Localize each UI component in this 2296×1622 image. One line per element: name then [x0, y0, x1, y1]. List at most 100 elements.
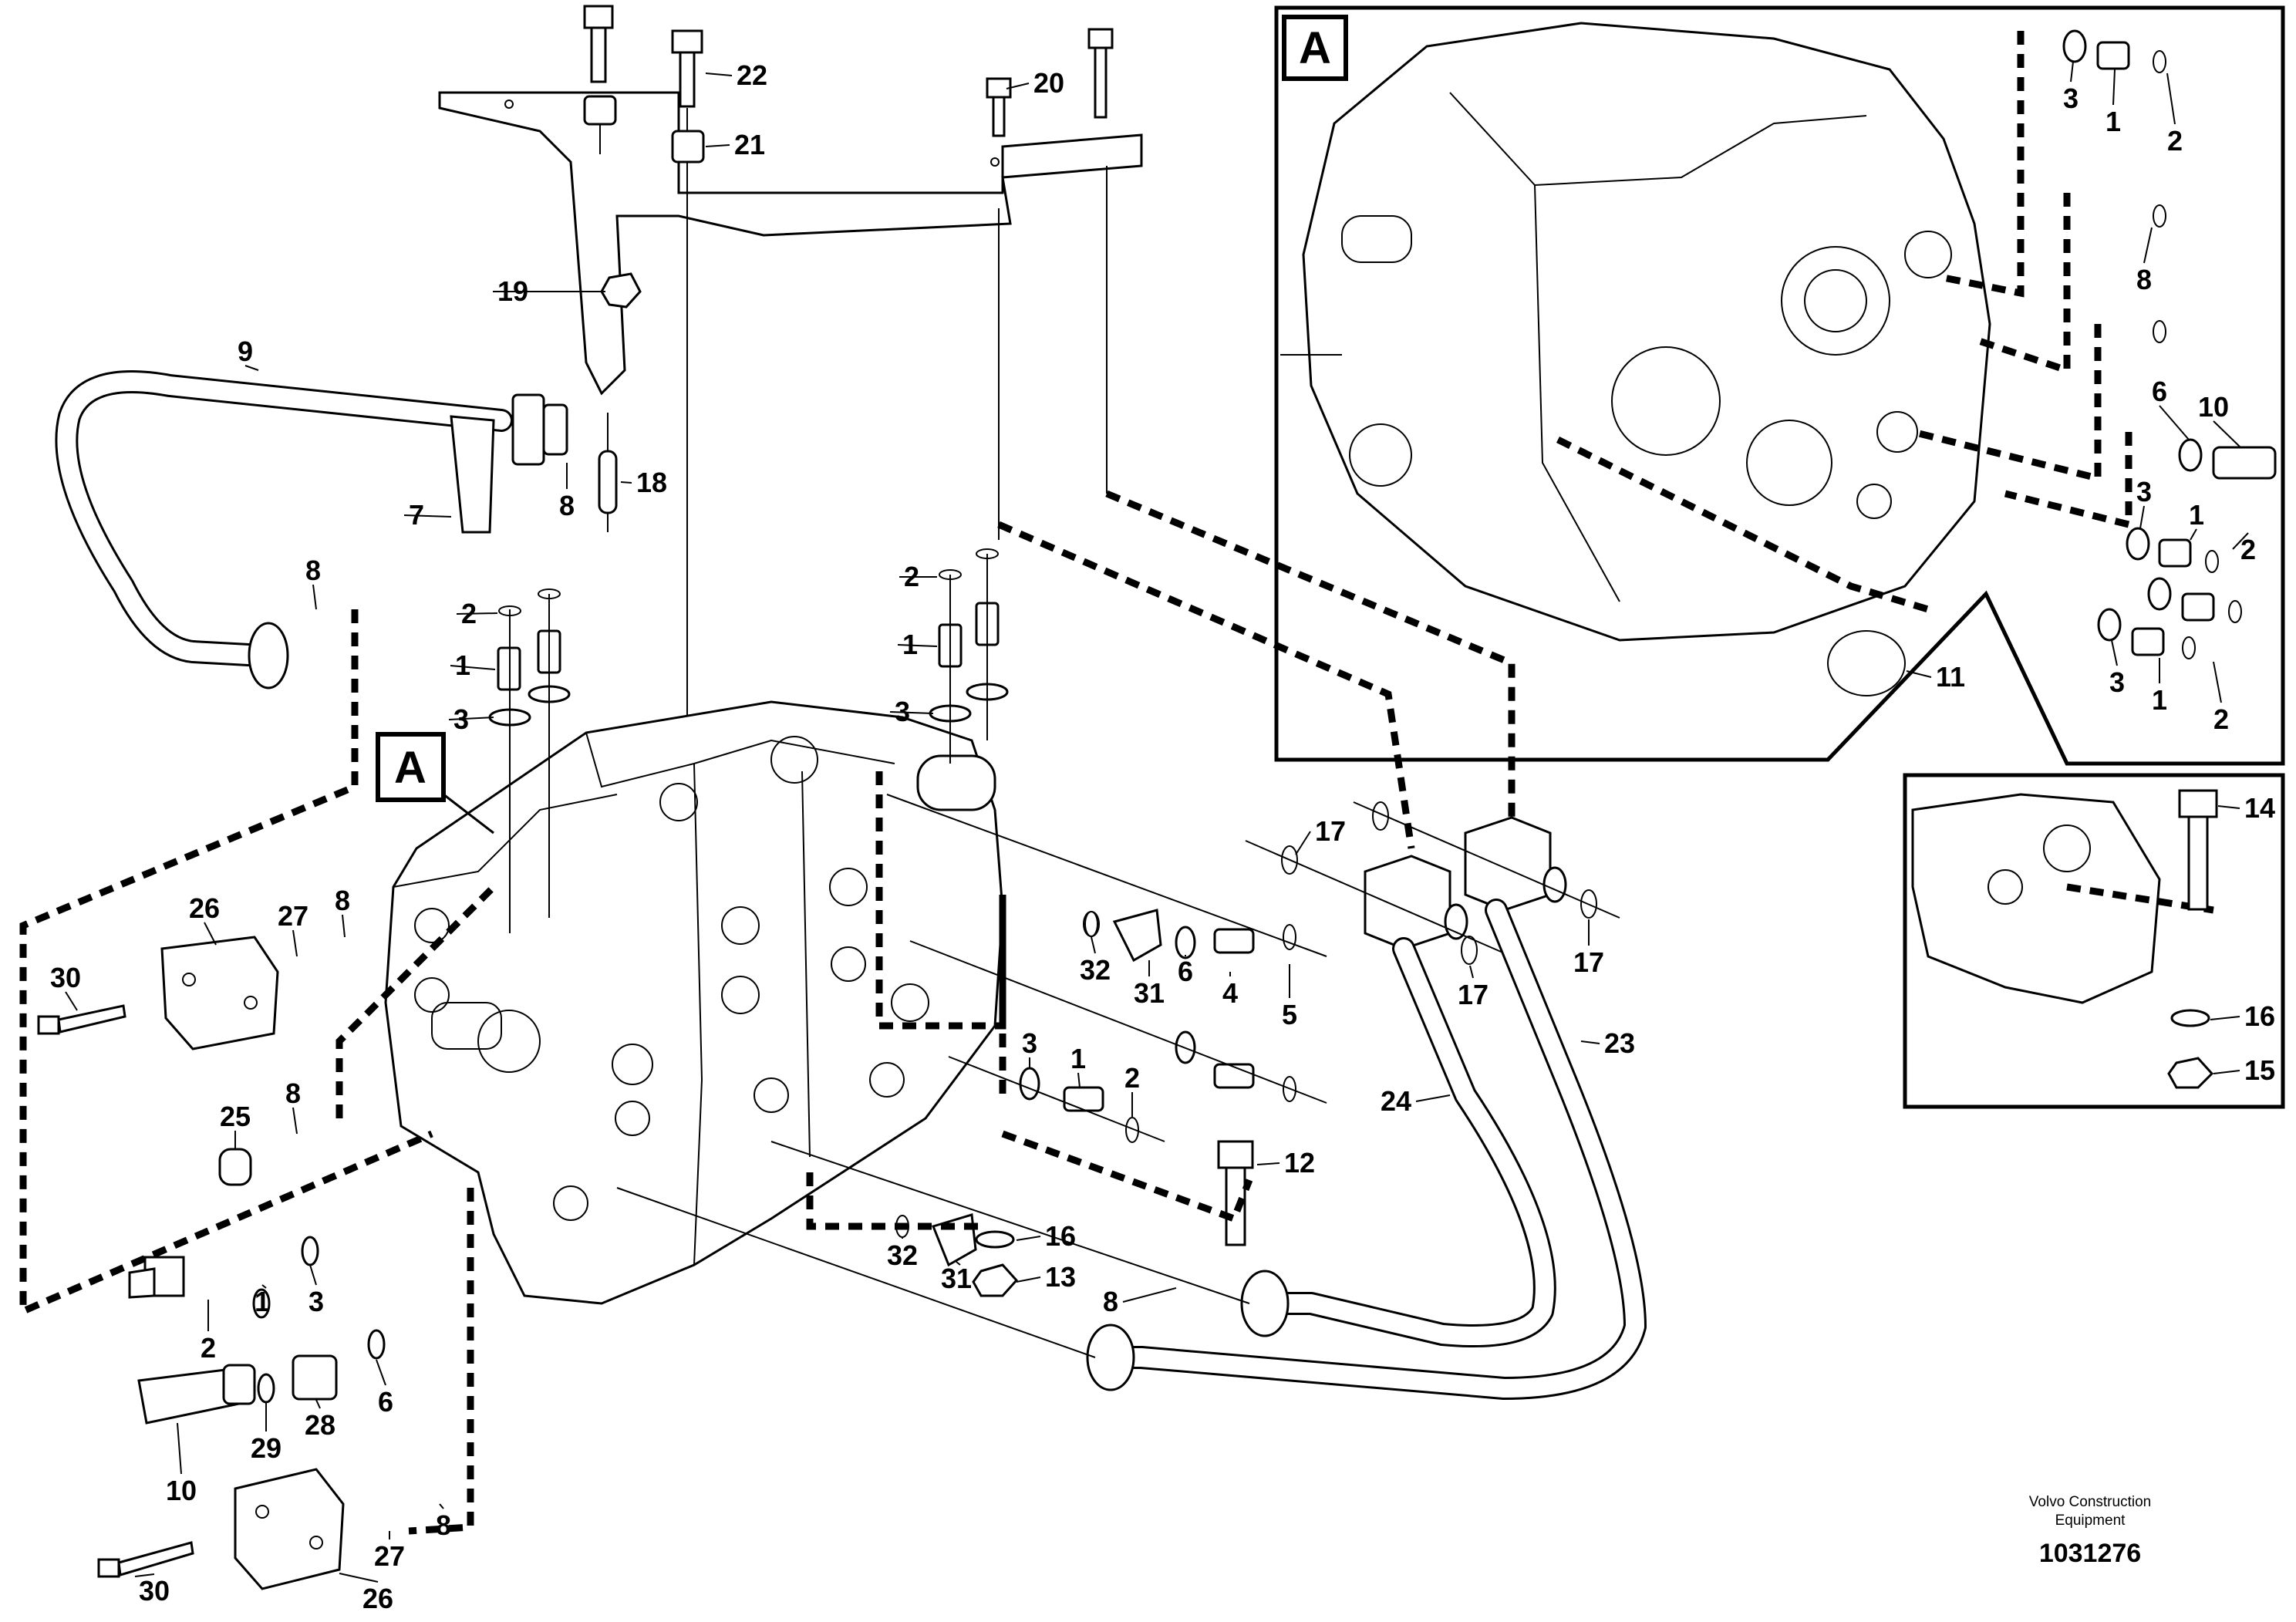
detail-inset-bolt — [1903, 773, 2285, 1109]
callout-d2a: 2 — [2167, 125, 2183, 157]
callout-leader-d8 — [2143, 227, 2153, 264]
callout-leader-d1a — [2112, 69, 2116, 106]
callout-c21: 21 — [734, 129, 765, 160]
callout-d8: 8 — [2136, 264, 2152, 295]
callout-c17a: 17 — [1315, 815, 1346, 847]
callout-c32a: 32 — [1080, 954, 1111, 986]
callout-leader-d10 — [2213, 420, 2241, 448]
credit-line-2: Equipment — [2055, 1512, 2126, 1529]
callout-c17b: 17 — [1458, 979, 1489, 1010]
callout-leader-e14 — [2217, 805, 2240, 809]
callout-leader-c13 — [1016, 1276, 1041, 1283]
callout-leader-c3a — [448, 717, 494, 720]
bolt-top-left — [583, 5, 617, 154]
callout-c20: 20 — [1033, 67, 1064, 99]
callout-leader-c28 — [315, 1399, 321, 1409]
callout-leader-c6b — [376, 1359, 386, 1386]
callout-leader-c32a — [1091, 936, 1096, 954]
callout-c8f: 8 — [436, 1509, 451, 1541]
callout-c6b: 6 — [378, 1386, 393, 1418]
callout-c25: 25 — [220, 1101, 251, 1132]
callout-d2c: 2 — [2213, 703, 2229, 735]
callout-c3b: 3 — [895, 696, 910, 727]
view-label-detail-text: A — [1299, 23, 1331, 73]
hose-blocks-17 — [1245, 801, 1620, 965]
callout-c1b: 1 — [902, 629, 918, 660]
callout-c10a: 10 — [166, 1475, 197, 1506]
callout-c26a: 26 — [189, 892, 220, 924]
callout-leader-e16 — [2210, 1016, 2240, 1020]
callout-leader-d1b — [2190, 528, 2197, 541]
callout-d1b: 1 — [2189, 499, 2204, 531]
callout-c30b: 30 — [139, 1575, 170, 1607]
callout-c8c: 8 — [335, 885, 350, 916]
callout-c27b: 27 — [374, 1540, 405, 1572]
callout-leader-e15 — [2213, 1070, 2240, 1074]
callout-c8e: 8 — [1103, 1286, 1118, 1317]
callout-c3c: 3 — [1022, 1027, 1037, 1059]
callout-c1a: 1 — [455, 649, 470, 681]
mounting-bracket — [438, 91, 1143, 396]
callout-c8d: 8 — [285, 1077, 301, 1109]
callout-c3d: 3 — [308, 1286, 324, 1317]
callout-c8b: 8 — [305, 555, 321, 586]
callout-leader-c17a — [1295, 831, 1311, 855]
flange-cover-26-lower — [234, 1468, 345, 1590]
callout-leader-c27a — [292, 929, 298, 957]
callout-d2b: 2 — [2240, 534, 2256, 565]
callout-e14: 14 — [2244, 792, 2275, 824]
callout-c18: 18 — [636, 467, 667, 498]
callout-leader-c16a — [1016, 1236, 1041, 1241]
bolt-12 — [1217, 1140, 1254, 1246]
callout-leader-c24 — [1415, 1094, 1451, 1102]
dashed-leaders — [19, 490, 1515, 1535]
connector-group-lower — [128, 1236, 386, 1425]
callout-d10: 10 — [2198, 391, 2229, 423]
callout-leader-c8c — [342, 914, 346, 938]
plug-25 — [218, 1148, 252, 1186]
callout-leader-c18 — [620, 481, 632, 484]
callout-c31a: 31 — [1134, 977, 1165, 1009]
document-number: 1031276 — [2039, 1539, 2141, 1568]
callout-leader-c8b — [312, 584, 317, 610]
callout-leader-d3b — [2139, 505, 2145, 529]
detail-view-a — [1274, 5, 2285, 766]
view-label-main: A — [376, 732, 494, 835]
hose-23-24 — [616, 899, 1647, 1400]
bolt-22 — [671, 29, 703, 794]
fittings-top-right — [929, 548, 1009, 764]
callout-c12: 12 — [1284, 1147, 1315, 1179]
callout-c4: 4 — [1222, 977, 1238, 1009]
main-control-valve — [384, 700, 1004, 1305]
bolt-30-lower — [97, 1541, 194, 1578]
callout-e16: 16 — [2244, 1000, 2275, 1032]
callout-c17c: 17 — [1573, 946, 1604, 978]
callout-leader-d6 — [2159, 405, 2190, 440]
callout-leader-c22 — [705, 73, 733, 76]
callout-leader-c12 — [1256, 1162, 1280, 1165]
callout-leader-c9 — [244, 365, 259, 371]
callout-leader-d2b — [2232, 532, 2249, 550]
callout-c7: 7 — [409, 499, 424, 531]
callout-c28: 28 — [305, 1409, 335, 1441]
callout-leader-c23 — [1580, 1040, 1600, 1044]
callout-d3b: 3 — [2136, 476, 2152, 508]
callout-leader-c10a — [177, 1422, 182, 1475]
callout-c3a: 3 — [453, 703, 469, 735]
callout-leader-c1b — [897, 644, 938, 647]
callout-leader-c17b — [1469, 965, 1474, 979]
callout-leader-c1a — [450, 665, 496, 670]
nut-19 — [600, 272, 642, 309]
callout-c1d: 1 — [255, 1286, 270, 1317]
callout-leader-c30b — [134, 1573, 155, 1577]
callout-leader-c20 — [1006, 83, 1030, 89]
credit-block: Volvo Construction Equipment 1031276 — [2029, 1494, 2151, 1568]
callout-d1c: 1 — [2152, 684, 2167, 716]
fittings-right — [886, 794, 1327, 1143]
callout-leader-c26a — [204, 922, 217, 946]
bolt-20 — [986, 28, 1114, 540]
clamp-7 — [450, 415, 495, 534]
callout-leader-d11 — [1906, 670, 1932, 678]
